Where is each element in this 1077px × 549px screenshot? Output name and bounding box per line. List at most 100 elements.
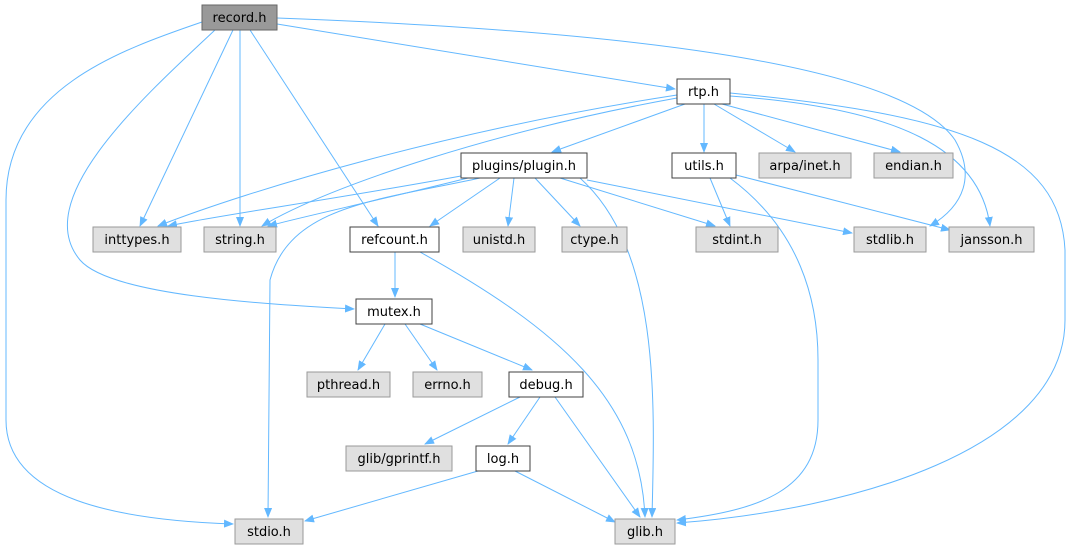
node-debug[interactable]: debug.h (508, 371, 584, 398)
node-label-ctype: ctype.h (570, 233, 619, 248)
node-stdint[interactable]: stdint.h (695, 226, 779, 253)
edge-rtp-to-glib (676, 92, 1066, 527)
node-box-mutex (355, 298, 433, 325)
edge-mutex-to-pthread (357, 323, 386, 371)
node-inttypes[interactable]: inttypes.h (92, 226, 182, 253)
edge-record-to-stdio (5, 21, 234, 528)
node-label-inttypes: inttypes.h (104, 233, 169, 248)
edge-refcount-to-glib (419, 251, 649, 518)
node-box-jansson (948, 226, 1035, 253)
edge-rtp-to-jansson (729, 95, 993, 227)
node-endian[interactable]: endian.h (873, 152, 954, 179)
node-box-log (475, 445, 531, 472)
node-label-gprintf: glib/gprintf.h (358, 452, 441, 467)
edge-rtp-to-inttypes (157, 94, 678, 227)
edge-mutex-to-debug (419, 323, 533, 371)
node-label-log: log.h (487, 452, 519, 467)
node-box-endian (873, 152, 954, 179)
node-label-mutex: mutex.h (367, 305, 421, 320)
edge-plugin-to-stdio (264, 177, 481, 518)
node-errno[interactable]: errno.h (412, 371, 483, 398)
edge-debug-to-gprintf (424, 396, 521, 445)
node-label-stdio: stdio.h (247, 525, 291, 540)
node-label-pthread: pthread.h (317, 378, 380, 393)
edge-plugin-to-string (267, 177, 469, 228)
node-box-inttypes (92, 226, 182, 253)
node-rtp[interactable]: rtp.h (676, 78, 731, 105)
node-jansson[interactable]: jansson.h (948, 226, 1035, 253)
node-arpa[interactable]: arpa/inet.h (758, 152, 852, 179)
node-unistd[interactable]: unistd.h (462, 226, 536, 253)
edge-record-to-stdlib (276, 17, 966, 227)
edge-record-to-refcount (249, 29, 379, 227)
node-label-errno: errno.h (424, 378, 471, 393)
edge-record-to-mutex (67, 29, 355, 313)
nodes-layer: record.h rtp.h plugins/plugin.h utils.h arpa… (92, 4, 1035, 545)
node-label-utils: utils.h (684, 159, 724, 174)
edge-plugin-to-ctype (534, 177, 581, 227)
node-label-unistd: unistd.h (473, 233, 526, 248)
edge-utils-to-jansson (735, 174, 951, 232)
node-stdlib[interactable]: stdlib.h (853, 226, 927, 253)
node-gprintf[interactable]: glib/gprintf.h (345, 445, 453, 472)
edge-record-to-rtp (276, 23, 676, 92)
edge-plugin-to-unistd (505, 177, 515, 227)
node-label-refcount: refcount.h (361, 233, 428, 248)
node-utils[interactable]: utils.h (671, 152, 737, 179)
node-plugin[interactable]: plugins/plugin.h (460, 152, 588, 179)
node-refcount[interactable]: refcount.h (349, 226, 440, 253)
edge-utils-to-glib (676, 177, 819, 523)
edge-debug-to-log (507, 396, 541, 445)
node-glib[interactable]: glib.h (614, 518, 676, 545)
node-label-endian: endian.h (885, 159, 942, 174)
node-box-record (201, 4, 278, 31)
node-box-errno (412, 371, 483, 398)
node-box-gprintf (345, 445, 453, 472)
edge-debug-to-glib (554, 396, 641, 518)
node-mutex[interactable]: mutex.h (355, 298, 433, 325)
node-label-debug: debug.h (519, 378, 572, 393)
node-string[interactable]: string.h (203, 226, 277, 253)
node-stdio[interactable]: stdio.h (234, 518, 304, 545)
node-box-rtp (676, 78, 731, 105)
node-box-plugin (460, 152, 588, 179)
edge-plugin-to-refcount (429, 177, 501, 227)
edges-layer (5, 17, 1066, 528)
node-pthread[interactable]: pthread.h (306, 371, 391, 398)
edge-plugin-to-stdint (559, 177, 716, 228)
node-label-rtp: rtp.h (688, 85, 719, 100)
edge-mutex-to-errno (404, 323, 438, 371)
node-label-stdint: stdint.h (712, 233, 761, 248)
edge-plugin-to-inttypes (167, 175, 462, 229)
node-label-glib: glib.h (627, 525, 663, 540)
node-box-ctype (561, 226, 628, 253)
node-label-jansson: jansson.h (960, 233, 1023, 248)
node-log[interactable]: log.h (475, 445, 531, 472)
node-ctype[interactable]: ctype.h (561, 226, 628, 253)
node-label-record: record.h (213, 11, 267, 26)
node-label-arpa: arpa/inet.h (769, 159, 840, 174)
edge-rtp-to-endian (721, 103, 901, 154)
node-box-stdint (695, 226, 779, 253)
edge-utils-to-stdint (709, 177, 731, 227)
node-box-arpa (758, 152, 852, 179)
node-box-string (203, 226, 277, 253)
node-label-string: string.h (215, 233, 265, 248)
node-box-refcount (349, 226, 440, 253)
node-box-glib (614, 518, 676, 545)
node-box-pthread (306, 371, 391, 398)
edge-log-to-stdio (304, 470, 479, 523)
edge-record-to-inttypes (139, 29, 234, 227)
node-box-unistd (462, 226, 536, 253)
edge-rtp-to-arpa (713, 103, 796, 153)
node-record[interactable]: record.h (201, 4, 278, 31)
node-label-stdlib: stdlib.h (866, 233, 914, 248)
node-box-debug (508, 371, 584, 398)
edge-rtp-to-string (261, 97, 678, 227)
edge-plugin-to-stdlib (586, 179, 853, 236)
node-label-plugin: plugins/plugin.h (472, 159, 576, 174)
edge-log-to-glib (514, 470, 616, 523)
edge-rtp-to-plugin (551, 103, 686, 153)
